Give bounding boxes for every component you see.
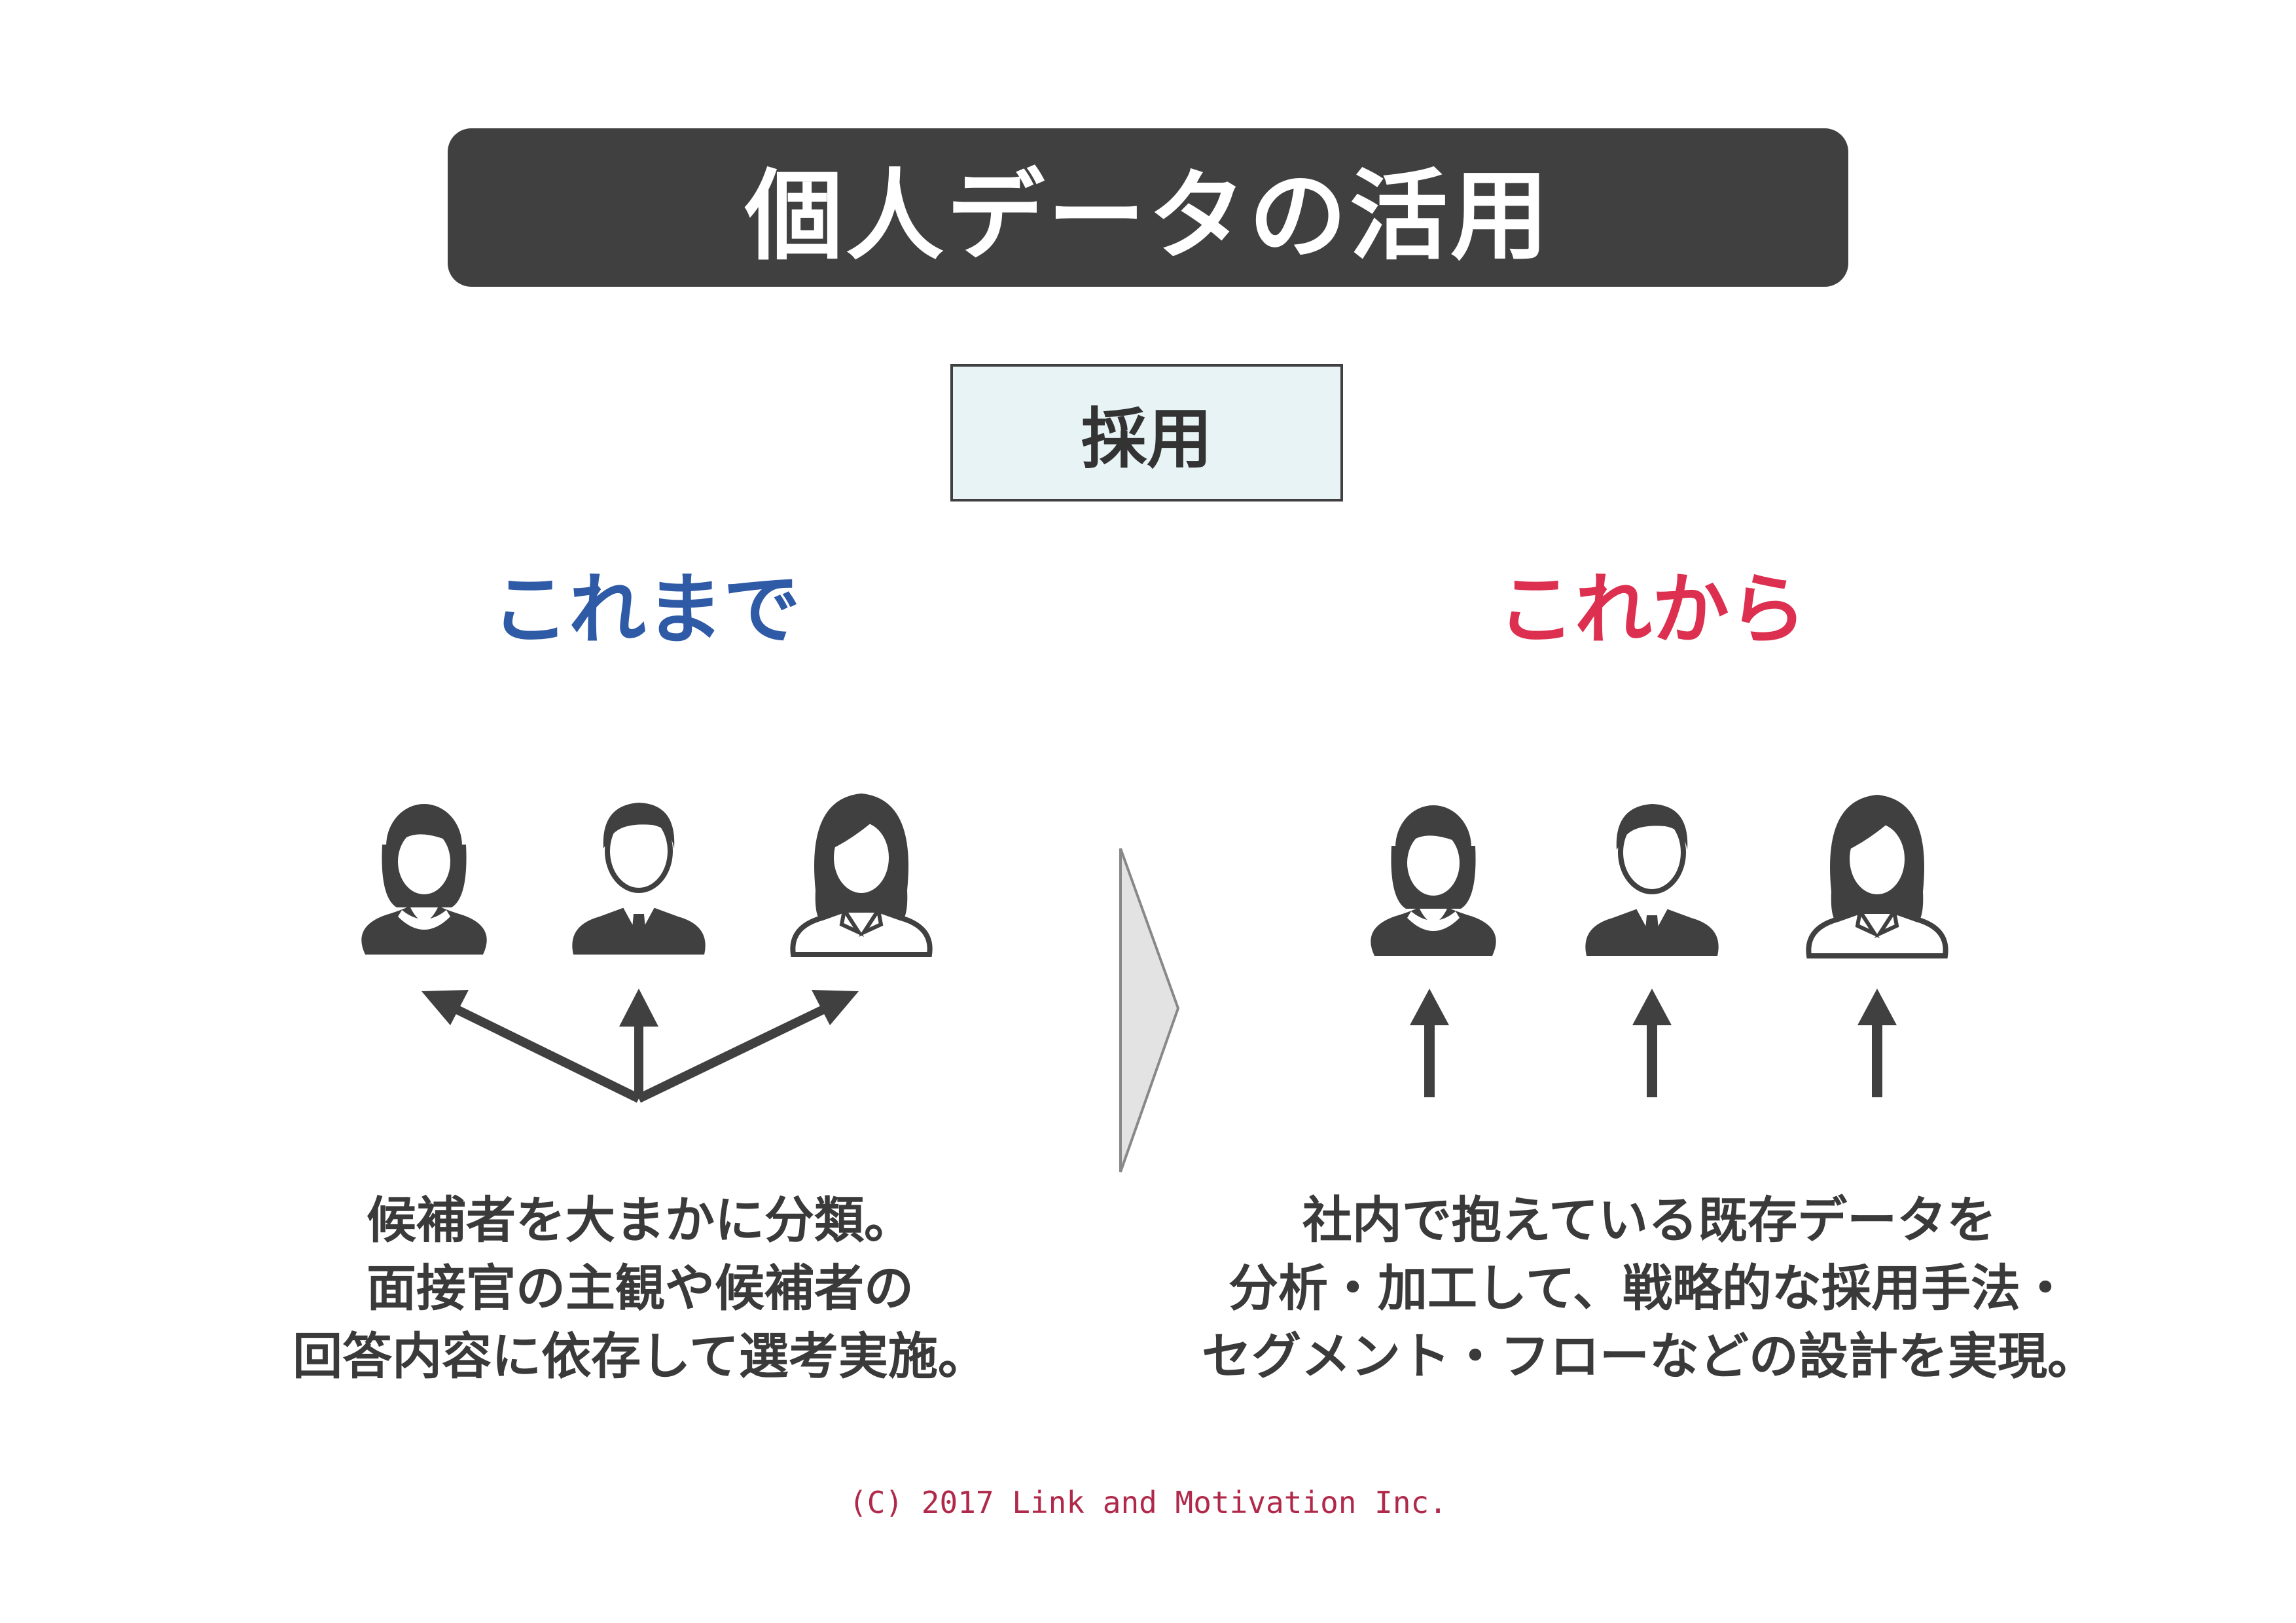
businessman-icon — [572, 803, 705, 955]
subject-box: 採用 — [950, 364, 1343, 501]
caption-line: 候補者を大まかに分類。 — [367, 1191, 914, 1249]
title-banner: 個人データの活用 — [448, 128, 1848, 287]
copyright: (C) 2017 Link and Motivation Inc. — [849, 1485, 1447, 1520]
page-title: 個人データの活用 — [744, 159, 1551, 274]
woman-short-hair-icon — [1371, 805, 1496, 956]
caption-line: 回答内容に依存して選考実施。 — [293, 1327, 988, 1385]
caption-line: セグメント・フローなどの設計を実現。 — [1202, 1327, 2097, 1385]
businessman-icon — [1585, 804, 1718, 956]
after-caption: 社内で抱えている既存データを 分析・加工して、戦略的な採用手法・ セグメント・フ… — [1158, 1186, 2140, 1391]
caption-line: 社内で抱えている既存データを — [1302, 1191, 1997, 1249]
woman-long-hair-icon — [1808, 795, 1945, 956]
woman-short-hair-icon — [361, 804, 487, 955]
caption-line: 面接官の主観や候補者の — [367, 1259, 914, 1317]
before-caption: 候補者を大まかに分類。 面接官の主観や候補者の 回答内容に依存して選考実施。 — [149, 1186, 1131, 1391]
branching-arrows-icon — [422, 989, 859, 1103]
woman-long-hair-icon — [793, 793, 929, 955]
up-arrows-icon — [1410, 989, 1897, 1097]
caption-line: 分析・加工して、戦略的な採用手法・ — [1229, 1259, 2070, 1317]
transition-arrow-icon — [1119, 848, 1180, 1173]
subject-label: 採用 — [1081, 400, 1212, 477]
before-heading: これまで — [491, 564, 800, 655]
after-heading: これから — [1497, 564, 1806, 655]
